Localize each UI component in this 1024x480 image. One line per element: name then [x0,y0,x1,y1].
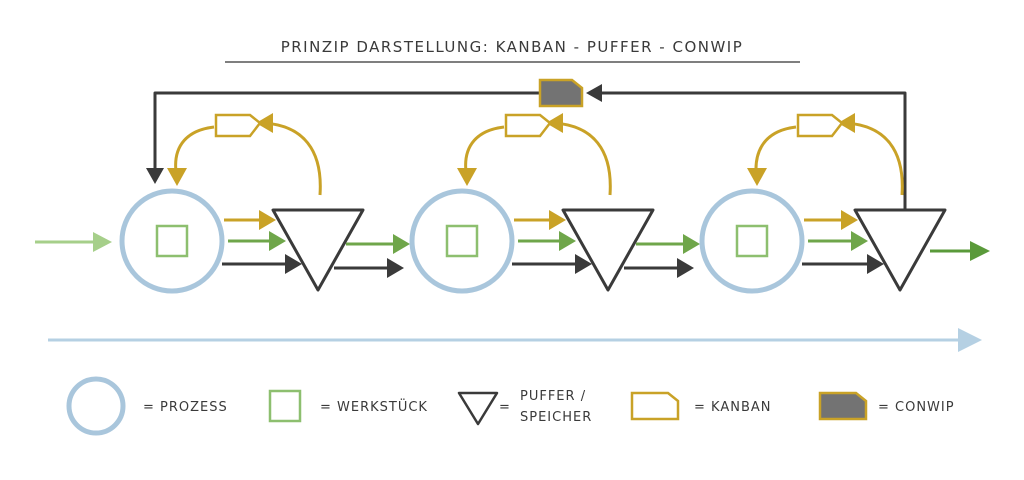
output-arrowhead [970,241,990,261]
conwip-loop-line [600,91,907,210]
legend-kanban-icon [630,391,680,421]
kanban-loop-left-3 [754,125,797,173]
workpiece-arrow-3-head [851,231,868,251]
legend-conwip-icon [818,391,868,421]
process-circle-1 [119,188,225,294]
legend-workpiece-icon [268,389,302,423]
process-stages [119,113,947,294]
kanban-loop-right-3 [844,121,904,196]
legend: = PROZESS = WERKSTÜCK = PUFFER / SPEICHE… [66,376,955,436]
legend-buffer-label-line2: SPEICHER [520,410,592,425]
input-arrowhead [93,232,112,252]
buffer-triangle-2 [561,208,655,292]
diagram-title: PRINZIP DARSTELLUNG: KANBAN - PUFFER - C… [281,38,744,56]
workpiece-3 [735,224,769,258]
workpiece-1 [155,224,189,258]
flow-direction-arrow [48,328,982,352]
legend-buffer-label-line1: PUFFER / [520,389,586,404]
buffer-triangle-3 [853,208,947,292]
kanban-loop-arrowhead-card-3 [838,113,855,133]
transfer-workpiece-arrow-1-head [393,234,410,254]
conwip-card [538,78,584,108]
legend-conwip-label: = CONWIP [878,400,955,415]
transfer-workpiece-arrow-2-head [683,234,700,254]
conwip-arrowhead-card [586,84,602,102]
legend-buffer-icon [457,391,499,426]
buffer-triangle-1 [271,208,365,292]
kanban-loop-arrowhead-card-2 [546,113,563,133]
legend-workpiece-label: = WERKSTÜCK [320,398,428,415]
conwip-loop-line-left [153,91,540,170]
process-circle-2 [409,188,515,294]
legend-process-label: = PROZESS [143,400,228,415]
material-arrow-2-head [575,254,592,274]
kanban-card-1 [214,113,262,138]
kanban-arrow-3-head [841,210,858,230]
conwip-loop [146,78,907,210]
legend-buffer-eq: = [499,400,511,415]
kanban-arrow-1-head [259,210,276,230]
kanban-loop-right-1 [262,121,322,196]
flow-arrows-external [35,232,990,261]
workpiece-2 [445,224,479,258]
kanban-loop-arrowhead-process-3 [747,168,767,186]
legend-process-icon [66,376,126,436]
workpiece-arrow-1-head [269,231,286,251]
flow-direction-arrowhead [958,328,982,352]
kanban-loop-arrowhead-card-1 [256,113,273,133]
kanban-loop-left-2 [464,125,505,173]
kanban-arrow-2-head [549,210,566,230]
kanban-loop-left-1 [174,125,215,173]
material-arrow-1-head [285,254,302,274]
kanban-card-2 [504,113,552,138]
transfer-material-arrow-2-head [677,258,694,278]
conwip-arrowhead-process [146,168,164,184]
legend-kanban-label: = KANBAN [694,400,771,415]
process-circle-3 [699,188,805,294]
material-arrow-3-head [867,254,884,274]
kanban-loop-arrowhead-process-1 [167,168,187,186]
kanban-card-3 [796,113,844,138]
kanban-loop-arrowhead-process-2 [457,168,477,186]
kanban-loop-right-2 [552,121,612,196]
workpiece-arrow-2-head [559,231,576,251]
transfer-material-arrow-1-head [387,258,404,278]
